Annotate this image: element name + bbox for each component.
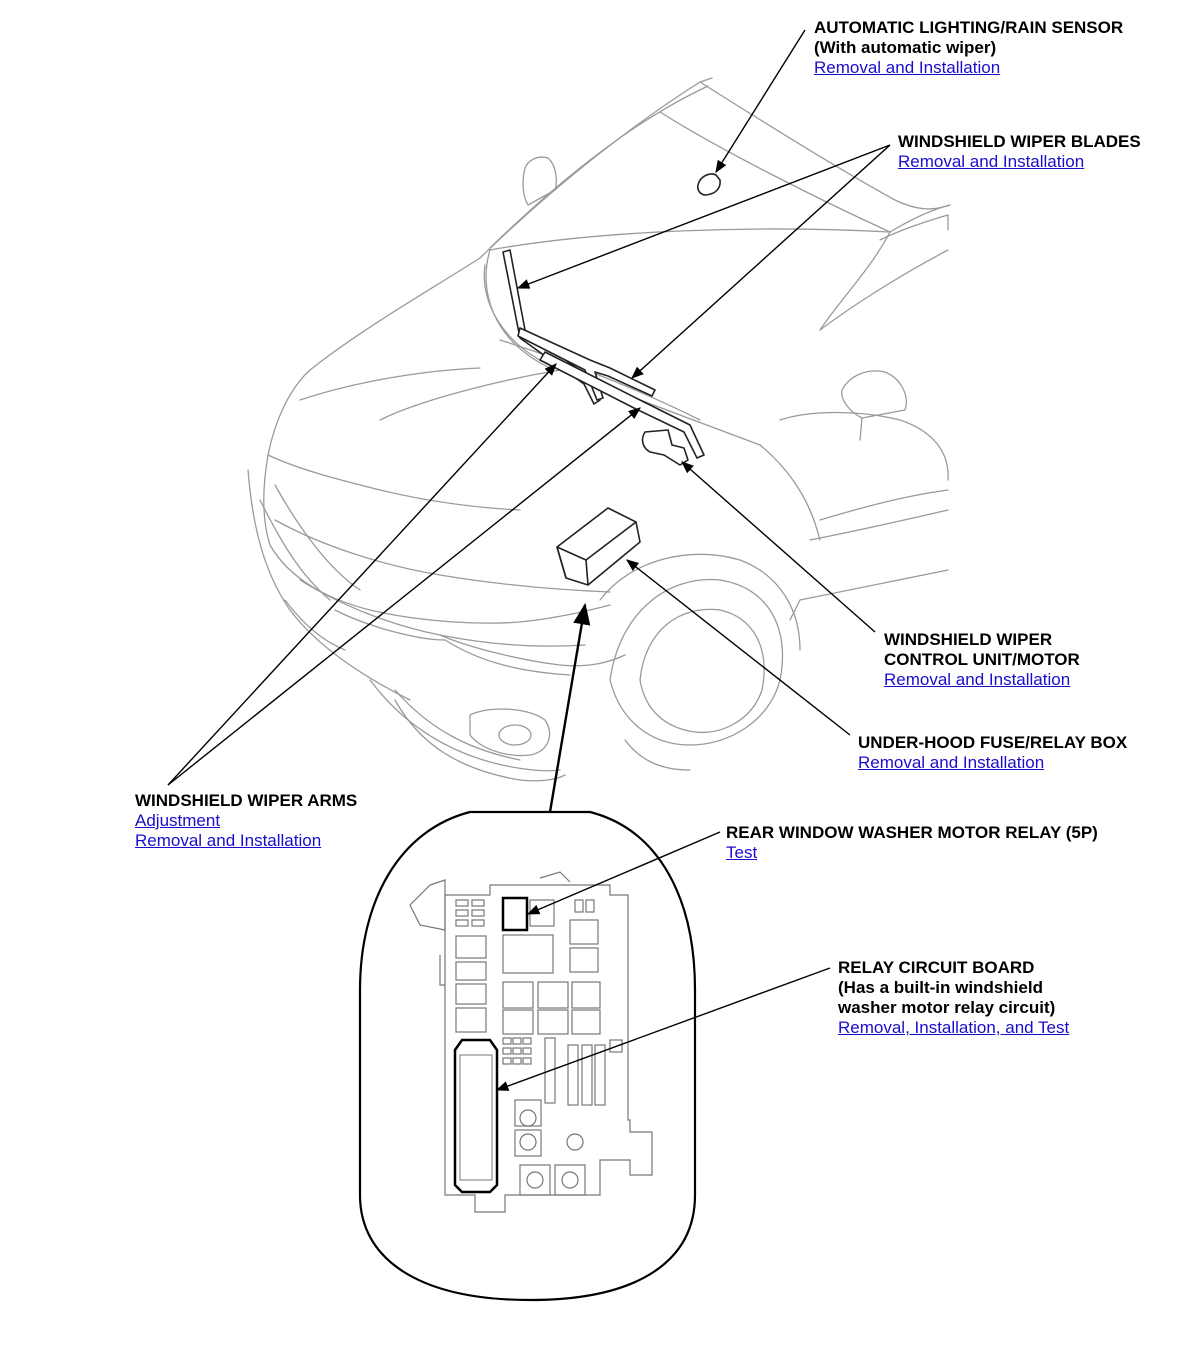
rain-sensor-subtitle: (With automatic wiper) [814,38,997,57]
callout-wiper-arms: WINDSHIELD WIPER ARMS Adjustment Removal… [135,791,357,851]
relay-board-title-3: washer motor relay circuit) [838,998,1056,1017]
wiper-arms-adjustment-link[interactable]: Adjustment [135,811,221,830]
fuse-box-removal-link[interactable]: Removal and Installation [858,753,1045,772]
rear-washer-relay-test-link[interactable]: Test [726,843,758,862]
relay-board-title-2: (Has a built-in windshield [838,978,1043,997]
wiper-motor-removal-link[interactable]: Removal and Installation [884,670,1071,689]
leader-lines [167,29,891,1091]
callout-relay-board: RELAY CIRCUIT BOARD (Has a built-in wind… [838,958,1069,1038]
wiper-motor-title: WINDSHIELD WIPER [884,630,1053,649]
callout-wiper-blades: WINDSHIELD WIPER BLADES Removal and Inst… [898,132,1141,172]
wiper-blades-removal-link[interactable]: Removal and Installation [898,152,1085,171]
rear-washer-relay-title: REAR WINDOW WASHER MOTOR RELAY (5P) [726,823,1098,842]
relay-board-title: RELAY CIRCUIT BOARD [838,958,1035,977]
car-illustration [247,77,951,782]
callout-wiper-motor: WINDSHIELD WIPER CONTROL UNIT/MOTOR Remo… [884,630,1080,690]
callout-rain-sensor: AUTOMATIC LIGHTING/RAIN SENSOR (With aut… [814,18,1123,78]
wiper-arms-removal-link[interactable]: Removal and Installation [135,831,322,850]
wiper-blades-title: WINDSHIELD WIPER BLADES [898,132,1141,151]
components [502,173,721,586]
fuse-box-title: UNDER-HOOD FUSE/RELAY BOX [858,733,1128,752]
wiper-arms-title: WINDSHIELD WIPER ARMS [135,791,358,810]
rain-sensor-removal-link[interactable]: Removal and Installation [814,58,1001,77]
callout-fuse-box: UNDER-HOOD FUSE/RELAY BOX Removal and In… [858,733,1127,773]
wiper-motor-title-2: CONTROL UNIT/MOTOR [884,650,1080,669]
callout-rear-washer-relay: REAR WINDOW WASHER MOTOR RELAY (5P) Test [726,823,1098,863]
fuse-box-detail-view [358,602,697,1302]
rain-sensor-title: AUTOMATIC LIGHTING/RAIN SENSOR [814,18,1124,37]
relay-board-removal-test-link[interactable]: Removal, Installation, and Test [838,1018,1070,1037]
